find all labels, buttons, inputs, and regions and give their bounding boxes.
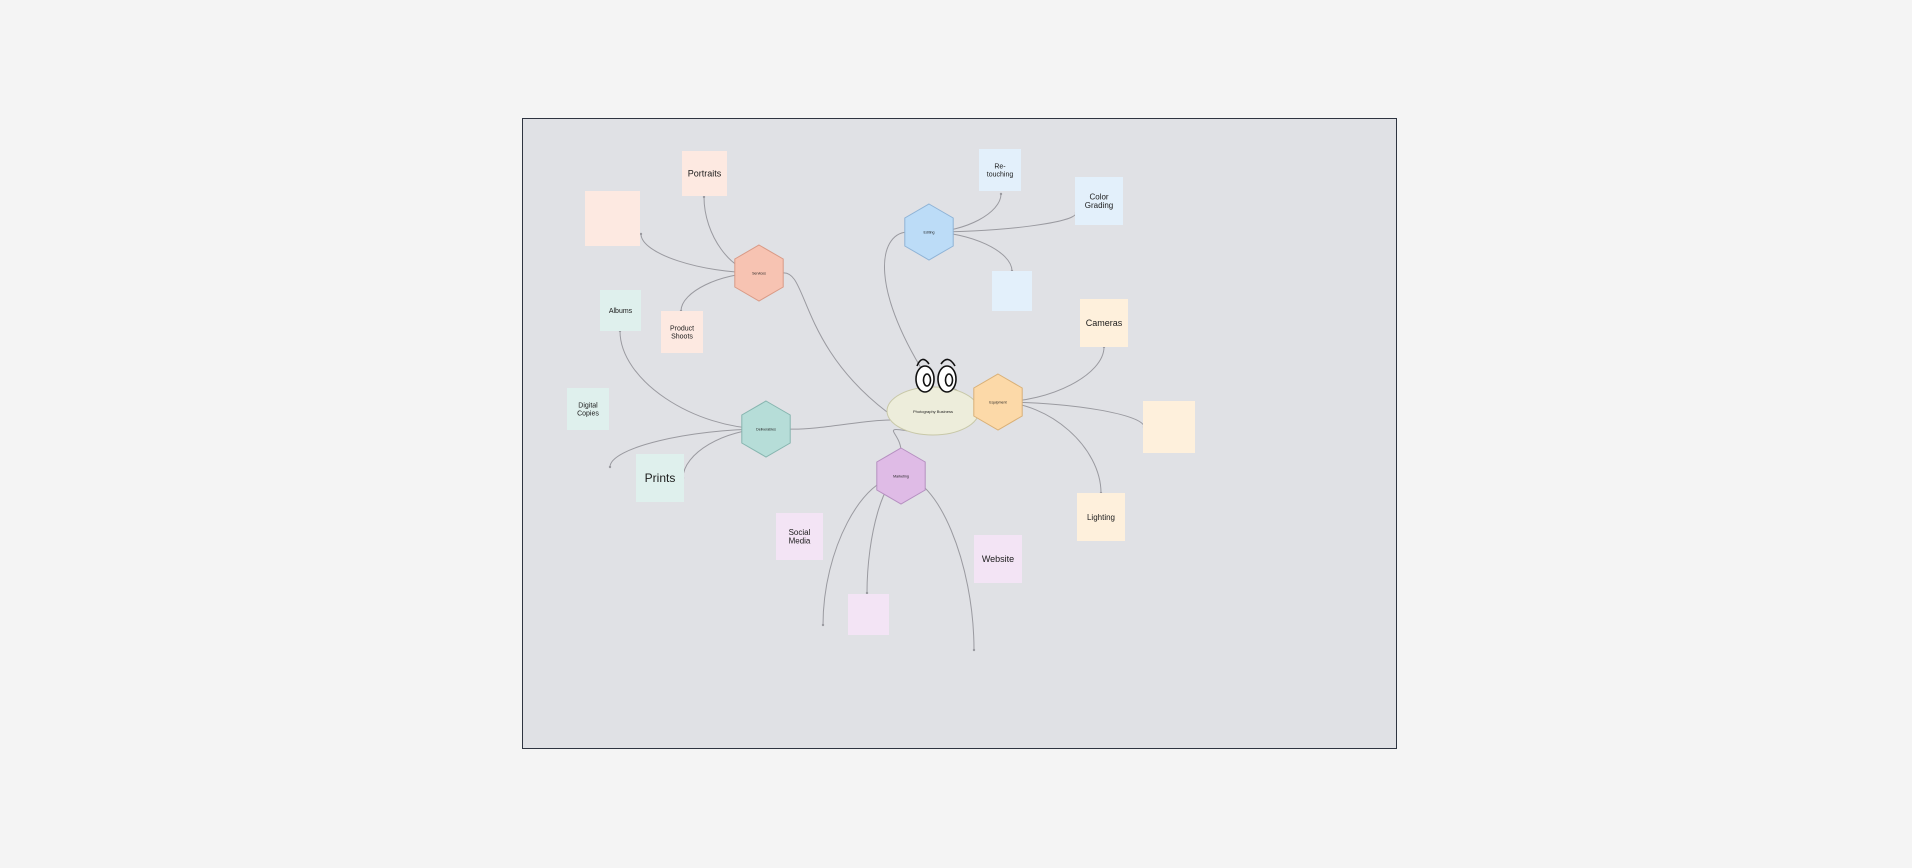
connector-services-center xyxy=(781,272,888,413)
arrowhead xyxy=(702,195,706,199)
arrowhead xyxy=(865,591,869,595)
sticky-note-body xyxy=(974,535,1022,583)
hub-services[interactable]: Services xyxy=(734,244,784,302)
mind-map: Photography Business Services EditingEqui… xyxy=(567,149,1195,652)
connector-editing-center xyxy=(884,231,934,388)
connector-equipment-blank xyxy=(997,401,1145,428)
googly-eyes-icon xyxy=(915,358,957,393)
sticky-note-body xyxy=(661,311,703,353)
arrowhead xyxy=(821,623,825,627)
sticky-note-body xyxy=(1143,401,1195,453)
sticky-note-body xyxy=(682,151,727,196)
sticky-note-label: Prints xyxy=(645,471,676,485)
hexagon-shape xyxy=(876,447,926,505)
sticky-note-retouching[interactable]: Re-touching xyxy=(979,149,1021,191)
sticky-note-lighting[interactable]: Lighting xyxy=(1077,493,1125,541)
hub-label: Deliverables xyxy=(756,428,776,432)
hexagon-shape xyxy=(741,400,791,458)
hub-marketing[interactable]: Marketing xyxy=(876,447,926,505)
connector-website xyxy=(900,475,975,651)
hub-equipment[interactable]: Equipment xyxy=(973,373,1023,431)
sticky-note-equipment-blank[interactable] xyxy=(1143,401,1195,453)
hexagon-shape xyxy=(973,373,1023,431)
sticky-note-marketing-blank[interactable] xyxy=(848,594,889,635)
sticky-note-prints[interactable]: Prints xyxy=(636,454,684,502)
sticky-note-label: Website xyxy=(982,554,1014,564)
sticky-note-albums[interactable]: Albums xyxy=(600,290,641,331)
sticky-note-body xyxy=(1077,493,1125,541)
sticky-note-label: Portraits xyxy=(688,169,722,179)
sticky-note-body xyxy=(636,454,684,502)
arrowhead xyxy=(999,192,1003,196)
sticky-note-label: Lighting xyxy=(1087,513,1115,522)
connector-digital-copies xyxy=(609,428,767,468)
sticky-note-body xyxy=(585,191,640,246)
arrowhead xyxy=(608,465,612,469)
sticky-note-label: Albums xyxy=(609,308,633,315)
sticky-note-body xyxy=(776,513,823,560)
sticky-note-services-blank[interactable] xyxy=(585,191,640,246)
central-topic[interactable]: Photography Business xyxy=(886,386,980,436)
sticky-note-body xyxy=(979,149,1021,191)
sticky-note-body xyxy=(848,594,889,635)
sticky-note-body xyxy=(600,290,641,331)
sticky-note-editing-blank[interactable] xyxy=(992,271,1032,311)
hub-label: Editing xyxy=(924,231,935,235)
arrowhead xyxy=(639,232,643,236)
hexagon-shape xyxy=(734,244,784,302)
hub-label: Marketing xyxy=(893,475,909,479)
hub-label: Equipment xyxy=(989,401,1006,405)
sticky-note-body xyxy=(567,388,609,430)
sticky-note-portraits[interactable]: Portraits xyxy=(682,151,727,196)
connector-color-grading xyxy=(928,212,1077,233)
sticky-note-label: Cameras xyxy=(1086,318,1123,328)
hub-deliverables[interactable]: Deliverables xyxy=(741,400,791,458)
sticky-note-website[interactable]: Website xyxy=(974,535,1022,583)
central-topic-label: Photography Business xyxy=(913,409,953,414)
connector-layer xyxy=(608,192,1146,652)
sticky-note-label: Re-touching xyxy=(987,164,1014,179)
sticky-note-body xyxy=(1080,299,1128,347)
arrowhead xyxy=(972,648,976,652)
connector-albums xyxy=(619,330,767,430)
sticky-note-body xyxy=(1075,177,1123,225)
hexagon-shape xyxy=(904,203,954,261)
sticky-note-cameras[interactable]: Cameras xyxy=(1080,299,1128,347)
hub-editing[interactable]: Editing xyxy=(904,203,954,261)
hub-label: Services xyxy=(752,272,766,276)
sticky-note-body xyxy=(992,271,1032,311)
